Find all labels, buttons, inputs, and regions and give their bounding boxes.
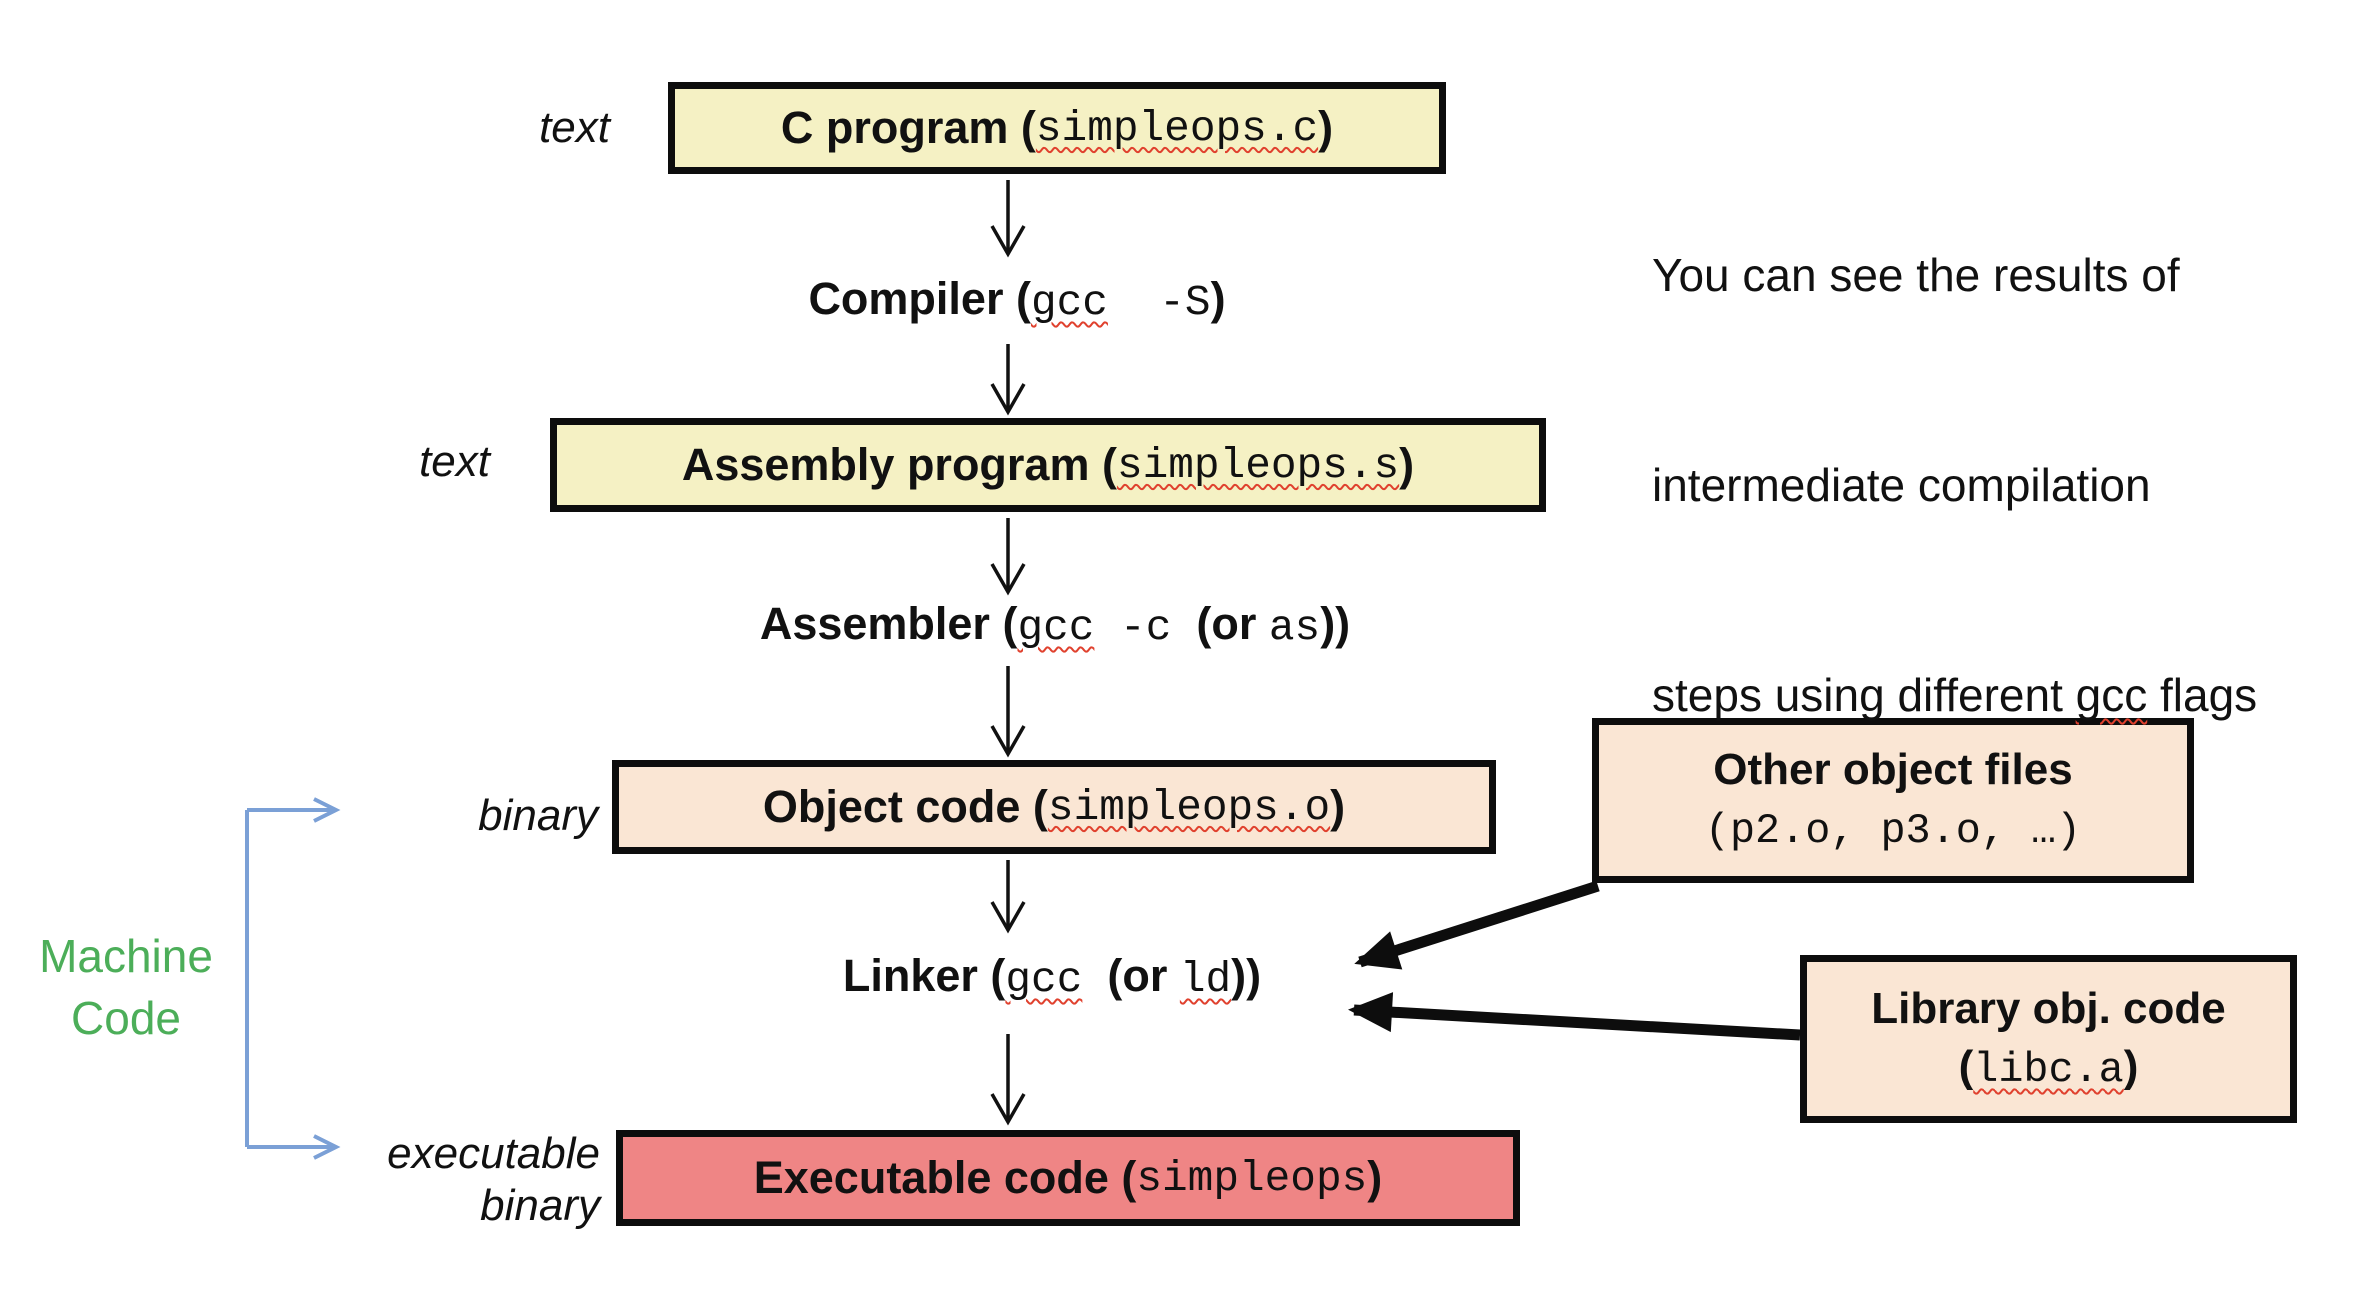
text-segment: Compiler ( bbox=[808, 273, 1031, 324]
library-obj-code-box: Library obj. code (libc.a) bbox=[1800, 955, 2297, 1123]
text-segment: simpleops.s bbox=[1116, 440, 1400, 490]
arrow-library-to-linker bbox=[1348, 992, 1801, 1041]
linker-step-label: Linker (gcc (or ld)) bbox=[843, 950, 1261, 1004]
machine-code-line1: Machine bbox=[39, 930, 213, 982]
text-segment: Object code ( bbox=[762, 781, 1048, 832]
object-code-box: Object code (simpleops.o) bbox=[612, 760, 1496, 854]
text-segment: as bbox=[1268, 603, 1321, 652]
text-segment: ld bbox=[1179, 955, 1232, 1004]
library-obj-code-line2: (libc.a) bbox=[1959, 1038, 2139, 1098]
text-segment: (or bbox=[1171, 598, 1269, 649]
assembly-format-label: text bbox=[419, 437, 490, 486]
text-segment: Executable code ( bbox=[753, 1152, 1137, 1203]
text-segment: -c bbox=[1094, 603, 1172, 652]
text-segment: Linker ( bbox=[842, 950, 1006, 1001]
executable-format-line2: binary bbox=[480, 1181, 600, 1230]
text-segment: ( bbox=[1958, 1041, 1974, 1091]
executable-format-label: executable binary bbox=[300, 1128, 600, 1232]
text-segment: -S bbox=[1107, 278, 1211, 327]
text-segment: simpleops.c bbox=[1035, 103, 1319, 153]
assembly-program-box: Assembly program (simpleops.s) bbox=[550, 418, 1546, 512]
text-segment: ) bbox=[1318, 102, 1334, 153]
intermediate-steps-note: You can see the results of intermediate … bbox=[1652, 100, 2257, 870]
library-obj-code-line1: Library obj. code bbox=[1871, 980, 2226, 1038]
note-line1: You can see the results of bbox=[1652, 240, 2257, 310]
text-segment: gcc bbox=[1030, 278, 1108, 327]
text-segment: Assembly program ( bbox=[681, 439, 1117, 490]
text-segment: ) bbox=[1399, 439, 1415, 490]
text-segment: )) bbox=[1320, 598, 1351, 649]
machine-code-line2: Code bbox=[71, 992, 181, 1044]
compiler-step-label: Compiler (gcc -S) bbox=[808, 273, 1225, 327]
arrow-otherobjects-to-linker bbox=[1354, 880, 1600, 970]
text-segment: (or bbox=[1082, 950, 1180, 1001]
text-segment: steps using different bbox=[1652, 669, 2076, 721]
object-format-label: binary bbox=[478, 791, 598, 840]
text-segment: ) bbox=[1367, 1152, 1383, 1203]
executable-code-box: Executable code (simpleops) bbox=[616, 1130, 1520, 1226]
executable-format-line1: executable bbox=[387, 1129, 600, 1178]
machine-code-label: Machine Code bbox=[28, 925, 224, 1049]
note-line2: intermediate compilation bbox=[1652, 450, 2257, 520]
text-segment: You can see the results of bbox=[1652, 249, 2180, 301]
text-segment: libc.a bbox=[1973, 1045, 2124, 1094]
c-program-box: C program (simpleops.c) bbox=[668, 82, 1446, 174]
text-segment: ) bbox=[1330, 781, 1346, 832]
text-segment: gcc bbox=[1005, 955, 1083, 1004]
text-segment: (p2.o, p3.o, …) bbox=[1704, 807, 2082, 856]
assembler-step-label: Assembler (gcc -c (or as)) bbox=[760, 598, 1350, 652]
text-segment: Other object files bbox=[1713, 745, 2073, 795]
text-segment: C program ( bbox=[780, 102, 1036, 153]
text-segment: Library obj. code bbox=[1871, 983, 2226, 1033]
c-program-format-label: text bbox=[539, 103, 610, 152]
text-segment: gcc bbox=[2075, 669, 2148, 721]
text-segment: simpleops.o bbox=[1047, 782, 1331, 832]
text-segment: gcc bbox=[1017, 603, 1095, 652]
other-object-files-box: Other object files (p2.o, p3.o, …) bbox=[1592, 718, 2194, 883]
text-segment: ) bbox=[2123, 1041, 2139, 1091]
text-segment: intermediate compilation bbox=[1652, 459, 2151, 511]
other-object-files-line2: (p2.o, p3.o, …) bbox=[1705, 799, 2081, 859]
other-object-files-line1: Other object files bbox=[1713, 741, 2072, 799]
text-segment: simpleops bbox=[1136, 1153, 1368, 1203]
text-segment: ) bbox=[1210, 273, 1226, 324]
note-line3: steps using different gcc flags bbox=[1652, 660, 2257, 730]
text-segment: flags bbox=[2147, 669, 2258, 721]
text-segment: )) bbox=[1231, 950, 1262, 1001]
text-segment: Assembler ( bbox=[759, 598, 1018, 649]
